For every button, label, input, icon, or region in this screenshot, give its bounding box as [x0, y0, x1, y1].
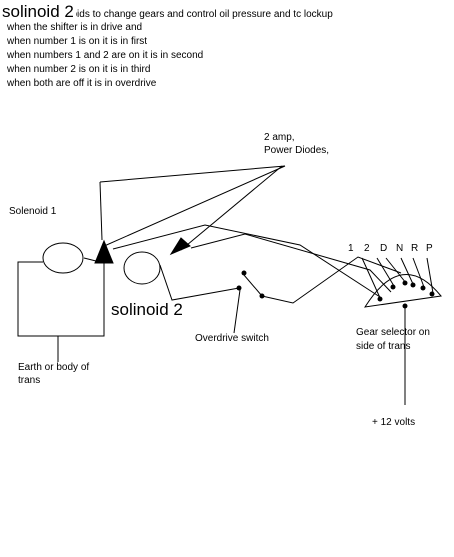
- solenoid-1-coil: [42, 242, 84, 274]
- note-line-2: when the shifter is in drive and: [7, 22, 143, 33]
- switch-contact-c: [259, 293, 265, 299]
- gear-selector-label-line-1: Gear selector on: [356, 327, 430, 338]
- selector-lead-R: [412, 257, 425, 288]
- gear-pos-R: R: [411, 243, 419, 254]
- gear-pos-2: 2: [364, 243, 370, 254]
- note-line-4: when numbers 1 and 2 are on it is in sec…: [7, 50, 204, 61]
- note-line-3: when number 1 is on it is in first: [7, 36, 148, 47]
- diode-label-line-1: 2 amp,: [264, 132, 295, 143]
- selector-lead-D: [385, 257, 407, 284]
- selector-contact-N: [410, 282, 416, 288]
- gear-pos-D: D: [380, 243, 388, 254]
- gear-pos-1: 1: [348, 243, 354, 254]
- diode-2-icon: [169, 237, 191, 256]
- gear-selector-label-line-2: side of trans: [356, 341, 411, 352]
- switch-contact-a: [241, 270, 247, 276]
- gear-pos-N: N: [396, 243, 404, 254]
- solenoid-2-label: solinoid 2: [111, 300, 183, 319]
- earth-label-line-1: Earth or body of: [18, 362, 90, 373]
- selector-center: [402, 303, 408, 309]
- earth-label-line-2: trans: [18, 375, 41, 386]
- solenoid-2-coil: [123, 251, 161, 285]
- solenoid-1-label: Solenoid 1: [9, 206, 57, 217]
- switch-contact-b: [236, 285, 242, 291]
- selector-lead-P: [426, 257, 434, 294]
- diode-label-line-2: Power Diodes,: [264, 145, 330, 156]
- selector-contact-2: [390, 284, 396, 290]
- diode-pointer-1-stem: [99, 181, 103, 241]
- note-line-5: when number 2 is on it is in third: [7, 64, 151, 75]
- selector-lead-1: [361, 257, 382, 301]
- overdrive-switch-label: Overdrive switch: [195, 333, 269, 344]
- selector-contact-R: [420, 285, 426, 291]
- overdrive-feed: [159, 264, 240, 301]
- solenoid-2-wire: [190, 233, 392, 293]
- overdrive-switch-lever: [243, 274, 263, 297]
- selector-contact-P: [429, 291, 435, 297]
- gear-pos-P: P: [426, 243, 433, 254]
- note-line-6: when both are off it is in overdrive: [7, 78, 157, 89]
- selector-contact-D: [402, 280, 408, 286]
- diode-1-icon: [94, 239, 114, 264]
- diode-pointer-2: [180, 165, 283, 251]
- overdrive-to-selector: [261, 256, 402, 304]
- selector-lead-N: [400, 257, 414, 285]
- selector-contact-1: [377, 296, 383, 302]
- solenoid-1-wire: [112, 224, 381, 298]
- note-line-1: ...uses 2 solenoids to change gears and …: [7, 9, 333, 20]
- supply-label: + 12 volts: [372, 417, 416, 428]
- diode-pointer-1: [99, 165, 286, 248]
- ground-wire: [17, 257, 105, 337]
- overdrive-pointer: [233, 289, 241, 334]
- gear-selector-body: [364, 273, 442, 308]
- selector-lead-2: [376, 257, 395, 287]
- heading-overlay: solinoid 2: [2, 2, 76, 21]
